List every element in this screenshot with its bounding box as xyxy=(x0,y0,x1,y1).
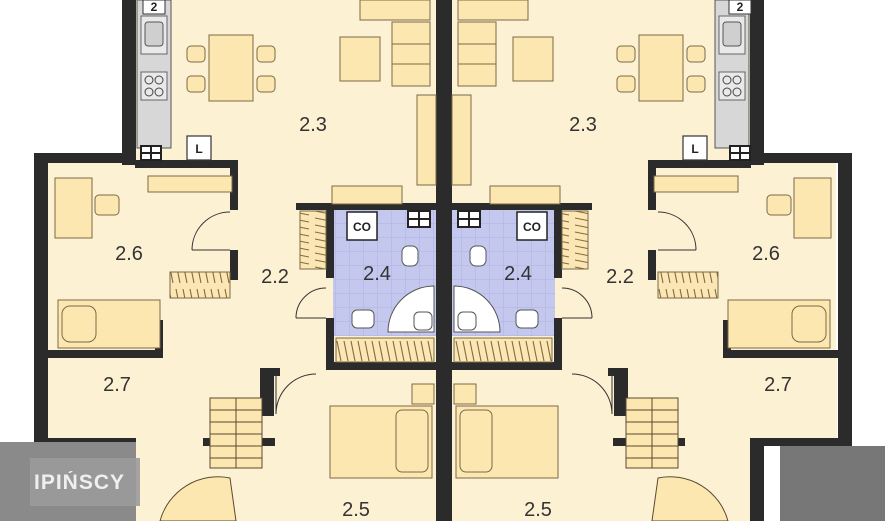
room-label-landing-left: 2.7 xyxy=(103,374,131,396)
room-label-hall-right: 2.2 xyxy=(606,266,634,288)
kitchen-counter-right xyxy=(714,0,750,149)
watermark-text: IPIŃSCY xyxy=(34,471,125,494)
stairs-left xyxy=(159,397,263,521)
wardrobe-hall-left xyxy=(299,210,327,270)
doors xyxy=(191,211,697,415)
room-label-bedroom-main-right: 2.5 xyxy=(524,499,552,521)
cabinet-center xyxy=(416,94,472,186)
fridge-left: L xyxy=(186,135,212,161)
room-label-living-left: 2.3 xyxy=(299,114,327,136)
boiler-left: CO xyxy=(346,211,378,241)
room-label-bath-left: 2.4 xyxy=(363,263,391,285)
svg-text:2: 2 xyxy=(737,0,744,14)
grey-block-right xyxy=(780,446,885,521)
stairs-right xyxy=(625,397,729,521)
room-label-bedroom-main-left: 2.5 xyxy=(342,499,370,521)
bedroom-main-right-furniture xyxy=(453,383,559,479)
room-label-bath-right: 2.4 xyxy=(504,263,532,285)
svg-text:CO: CO xyxy=(353,220,371,234)
wall-marker-right: 2 xyxy=(728,0,752,15)
wardrobe-bedroom-right xyxy=(657,271,719,299)
vent-grid-icons xyxy=(140,145,751,228)
wardrobe-hall-right xyxy=(561,210,589,270)
wall-marker-left: 2 xyxy=(142,0,166,15)
dining-table-left xyxy=(186,34,276,102)
svg-text:L: L xyxy=(195,142,202,156)
svg-text:2: 2 xyxy=(151,0,158,14)
bedroom-small-left-furniture xyxy=(54,175,233,349)
room-label-bedroom-small-right: 2.6 xyxy=(752,243,780,265)
room-label-bedroom-small-left: 2.6 xyxy=(115,243,143,265)
room-label-landing-right: 2.7 xyxy=(764,374,792,396)
bath-fixtures-right xyxy=(453,245,539,333)
sofa-left xyxy=(339,0,431,87)
boiler-right: CO xyxy=(516,211,548,241)
room-label-hall-left: 2.2 xyxy=(261,266,289,288)
fridge-right: L xyxy=(682,135,708,161)
shelf-left xyxy=(331,185,403,205)
bedroom-small-right-furniture xyxy=(653,175,832,349)
room-label-living-right: 2.3 xyxy=(569,114,597,136)
bedroom-main-left-furniture xyxy=(329,383,435,479)
wardrobe-bath-right xyxy=(453,337,553,363)
kitchen-counter-left xyxy=(136,0,172,149)
wardrobe-bedroom-left xyxy=(169,271,231,299)
wardrobe-bath-left xyxy=(335,337,435,363)
dining-table-right xyxy=(616,34,706,102)
svg-text:L: L xyxy=(691,142,698,156)
shelf-right xyxy=(489,185,561,205)
watermark-panel xyxy=(30,458,140,506)
sofa-right xyxy=(457,0,554,87)
svg-text:CO: CO xyxy=(523,220,541,234)
bath-fixtures-left xyxy=(351,245,435,333)
